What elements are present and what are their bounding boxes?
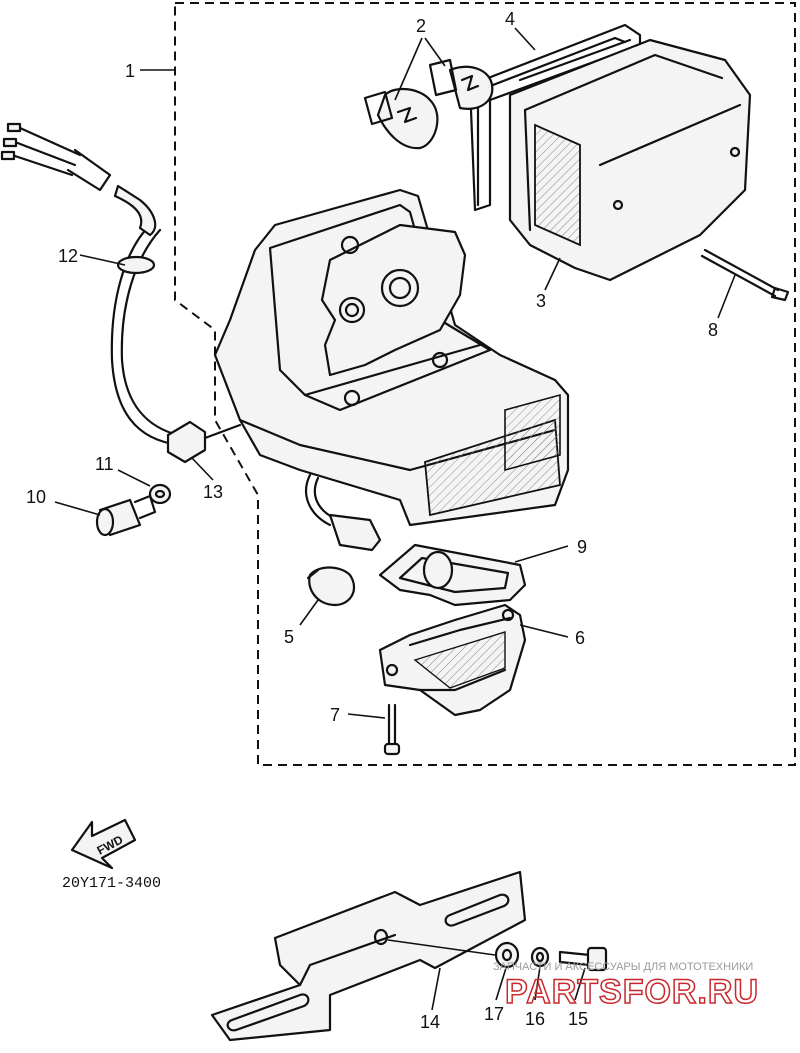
callout-7: 7 [330,705,340,725]
socket-plate [320,223,467,377]
lens-reflector [534,123,581,247]
leader-10 [54,501,101,516]
housing-end-reflector [504,393,561,472]
lens-cover-hole-1 [385,663,399,677]
housing-post-1 [343,389,361,407]
gasket-part-9-inner [398,556,510,594]
lens-cover-inner [408,616,512,692]
leader-6 [519,624,569,638]
grommet-13-stem [203,423,242,440]
bulb-part-2a [363,87,439,150]
bracket-slot-right [444,893,510,927]
socket-hole-large [380,268,420,308]
wire-terminal-3 [0,150,16,161]
bulb-part-5 [306,566,356,607]
grommet-part-13 [166,420,207,464]
callout-9: 9 [577,537,587,557]
taillight-housing [213,188,570,527]
leader-12 [79,254,126,266]
wire-leads [10,126,112,192]
callout-10: 10 [26,487,46,507]
license-socket [328,513,382,552]
leader-2a [394,37,423,101]
assembly-boundary-dashed [174,2,796,766]
bolt-part-15 [558,946,608,972]
callout-16: 16 [525,1009,545,1029]
wire-sleeve [113,184,157,237]
leader-16 [534,966,541,1001]
lens-cover-window [413,631,506,689]
screw-part-8 [700,248,790,302]
callout-5: 5 [284,627,294,647]
bracket-slot-left [226,993,310,1032]
socket-hole-large-inner [388,276,412,300]
leader-8 [717,274,736,319]
leader-3 [544,257,561,291]
callout-3: 3 [536,291,546,311]
leader-13 [191,457,214,481]
bulb-part-2b [428,58,494,110]
leader-7 [347,713,386,719]
leader-9 [514,545,569,563]
lens-part-3-inner [523,53,742,232]
housing-inner-well [268,203,492,412]
gasket-part-4-inner [476,38,632,207]
leader-2b [424,37,446,67]
lockwasher-part-16 [530,946,550,968]
callout-4: 4 [505,9,515,29]
callout-2: 2 [416,16,426,36]
callout-15: 15 [568,1009,588,1029]
callout-13: 13 [203,482,223,502]
socket-top-hole [340,235,360,255]
watermark-logo: PARTSFOR.RU [505,973,759,1011]
callout-1: 1 [125,61,135,81]
leader-11 [117,469,151,487]
washer-part-17 [494,941,520,969]
callout-8: 8 [708,320,718,340]
leader-17 [495,967,507,1001]
callout-14: 14 [420,1012,440,1032]
screw-part-7 [383,703,401,756]
housing-post-2 [431,351,449,369]
callout-17: 17 [484,1004,504,1024]
washer-part-11 [148,483,172,505]
bracket-part-14 [210,870,527,1042]
callout-11: 11 [95,454,114,474]
socket-hole-small [338,296,366,324]
lens-cover-hole-2 [501,608,515,622]
leader-14 [431,967,441,1011]
part-code: 20Y171-3400 [62,875,161,892]
gasket-9-boss [422,550,454,590]
callout-6: 6 [575,628,585,648]
grommet-part-12 [116,255,156,275]
leader-4 [514,27,536,51]
fwd-arrow [70,818,137,870]
bracket-fold-edge [298,933,397,987]
wire-terminal-2 [2,137,18,148]
lens-screw-hole-2 [612,199,624,211]
leader-14-hole [387,939,496,956]
bolt-part-10 [95,494,157,537]
callout-12: 12 [58,246,78,266]
watermark-tagline: ЗАПЧАСТИ И АКСЕССУАРЫ ДЛЯ МОТОТЕХНИКИ [493,961,753,973]
leader-15 [574,967,586,1001]
wire-terminal-1 [6,122,22,133]
socket-hole-small-inner [344,302,360,318]
leader-5 [299,599,319,626]
lens-screw-hole [729,146,741,158]
